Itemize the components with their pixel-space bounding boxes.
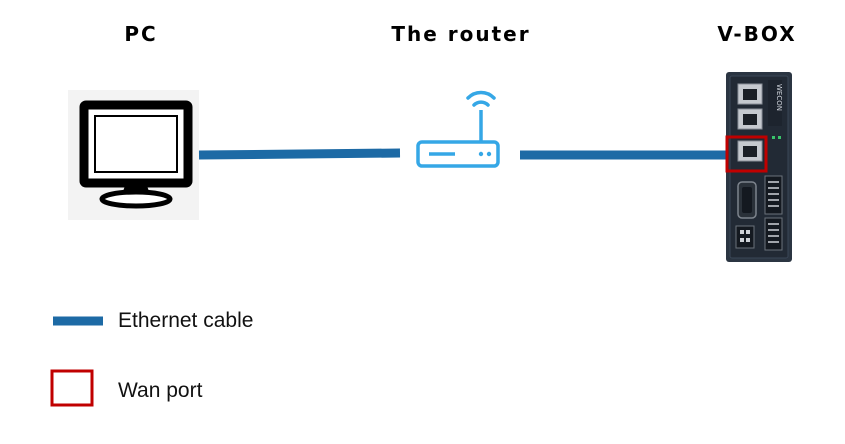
legend-wan-port-symbol [50,369,94,407]
vbox-label: V-BOX [717,22,797,46]
vbox-device-icon: WECON [726,72,792,262]
vbox-brand-text: WECON [775,84,783,111]
monitor-icon [79,100,193,209]
wan-port-highlight [725,135,768,173]
pc-label: PC [124,22,158,46]
router-label: The router [391,22,531,46]
legend-wan-port-label: Wan port [118,379,203,402]
wifi-router-icon [416,90,500,168]
ethernet-cable-pc-router [198,148,401,160]
legend-ethernet-cable-label: Ethernet cable [118,309,254,332]
